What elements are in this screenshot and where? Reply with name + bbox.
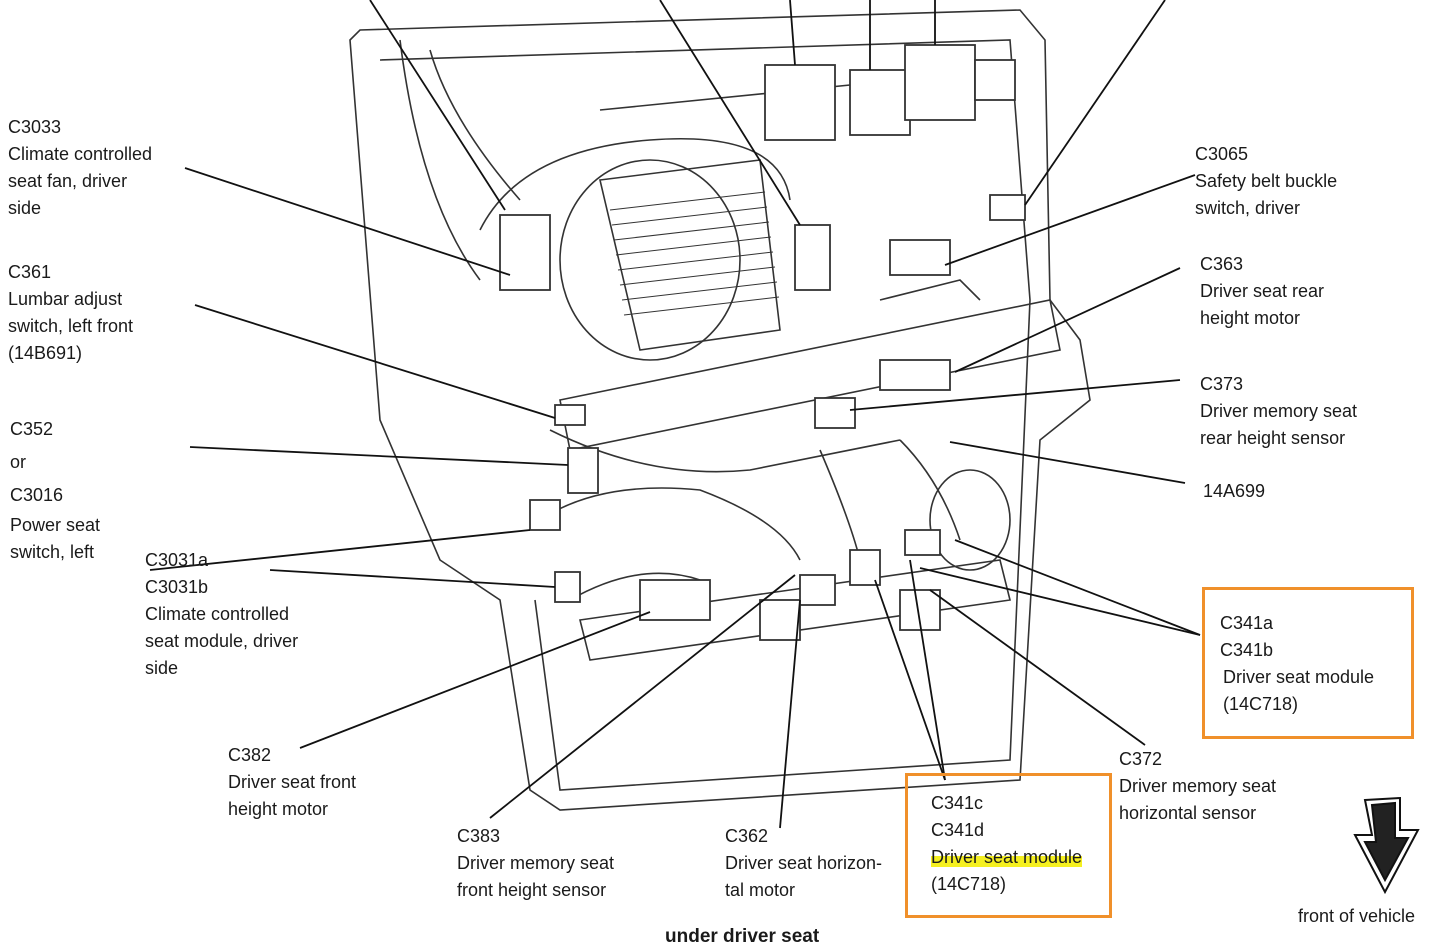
14a699-code: 14A699 (1203, 481, 1266, 501)
c3031-desc-line2: seat module, driver (145, 631, 299, 651)
c3033-desc-line2: seat fan, driver (8, 171, 128, 191)
c352-desc-line2: switch, left (10, 542, 95, 562)
c352-desc-line1: Power seat (10, 515, 101, 535)
c3065-desc-line2: switch, driver (1195, 198, 1301, 218)
label-14a699: 14A699 (1203, 478, 1265, 505)
down-arrow-icon (1353, 796, 1420, 895)
label-c363: C363 Driver seat rear height motor (1200, 251, 1324, 332)
c361-desc-line3: (14B691) (8, 343, 83, 363)
c362-desc-line2: tal motor (725, 880, 796, 900)
c373-desc-line2: rear height sensor (1200, 428, 1346, 448)
label-c352: C352 or C3016 Power seat switch, left (10, 413, 100, 566)
label-c3033: C3033 Climate controlled seat fan, drive… (8, 114, 152, 222)
label-c3031: C3031a C3031b Climate controlled seat mo… (145, 547, 298, 682)
c3065-desc-line1: Safety belt buckle (1195, 171, 1338, 191)
c3065-code: C3065 (1195, 144, 1249, 164)
highlight-box-c341ab (1202, 587, 1414, 739)
c383-code: C383 (457, 826, 501, 846)
c341d-code: C341d (931, 820, 985, 840)
c363-desc-line1: Driver seat rear (1200, 281, 1325, 301)
connector-drawings (499, 44, 1026, 641)
c341c-code: C341c (931, 793, 984, 813)
c383-desc-line2: front height sensor (457, 880, 607, 900)
c3031b-code: C3031b (145, 577, 209, 597)
label-c382: C382 Driver seat front height motor (228, 742, 356, 823)
c372-code: C372 (1119, 749, 1163, 769)
highlight-box-c341cd (905, 773, 1112, 918)
c363-desc-line2: height motor (1200, 308, 1301, 328)
c341ab-desc-line1: Driver seat module (1223, 667, 1375, 687)
c3031-desc-line3: side (145, 658, 179, 678)
label-c3065: C3065 Safety belt buckle switch, driver (1195, 141, 1337, 222)
c382-code: C382 (228, 745, 272, 765)
c352-code: C352 (10, 419, 54, 439)
c382-desc-line1: Driver seat front (228, 772, 357, 792)
c3033-desc-line1: Climate controlled (8, 144, 153, 164)
c352-or: or (10, 452, 27, 472)
c373-desc-line1: Driver memory seat (1200, 401, 1358, 421)
c3031-desc-line1: Climate controlled (145, 604, 290, 624)
c372-desc-line1: Driver memory seat (1119, 776, 1277, 796)
c361-desc-line1: Lumbar adjust (8, 289, 123, 309)
c362-desc-line1: Driver seat horizon- (725, 853, 883, 873)
c362-code: C362 (725, 826, 769, 846)
label-c341ab: C341a C341b Driver seat module (14C718) (1220, 610, 1374, 718)
c341a-code: C341a (1220, 613, 1274, 633)
label-c341cd: C341c C341d Driver seat module (14C718) (931, 790, 1083, 898)
label-c361: C361 Lumbar adjust switch, left front (1… (8, 259, 133, 367)
leader-lines (149, 0, 1201, 829)
c361-desc-line2: switch, left front (8, 316, 134, 336)
label-c362: C362 Driver seat horizon- tal motor (725, 823, 882, 904)
c341cd-desc-line1: Driver seat module (931, 844, 1083, 871)
label-c383: C383 Driver memory seat front height sen… (457, 823, 614, 904)
c361-code: C361 (8, 262, 52, 282)
label-c372: C372 Driver memory seat horizontal senso… (1119, 746, 1276, 827)
label-c373: C373 Driver memory seat rear height sens… (1200, 371, 1357, 452)
c341cd-desc-line2: (14C718) (931, 874, 1007, 894)
c3031a-code: C3031a (145, 550, 209, 570)
c363-code: C363 (1200, 254, 1244, 274)
c373-code: C373 (1200, 374, 1244, 394)
c383-desc-line1: Driver memory seat (457, 853, 615, 873)
c341b-code: C341b (1220, 640, 1274, 660)
c3033-desc-line3: side (8, 198, 42, 218)
diagram-caption: under driver seat (665, 926, 820, 947)
orientation-label: front of vehicle (1298, 906, 1416, 926)
c372-desc-line2: horizontal sensor (1119, 803, 1257, 823)
c3016-code: C3016 (10, 485, 64, 505)
c341ab-desc-line2: (14C718) (1223, 694, 1299, 714)
seat-frame-drawing (349, 9, 1091, 811)
c382-desc-line2: height motor (228, 799, 329, 819)
c3033-code: C3033 (8, 117, 62, 137)
